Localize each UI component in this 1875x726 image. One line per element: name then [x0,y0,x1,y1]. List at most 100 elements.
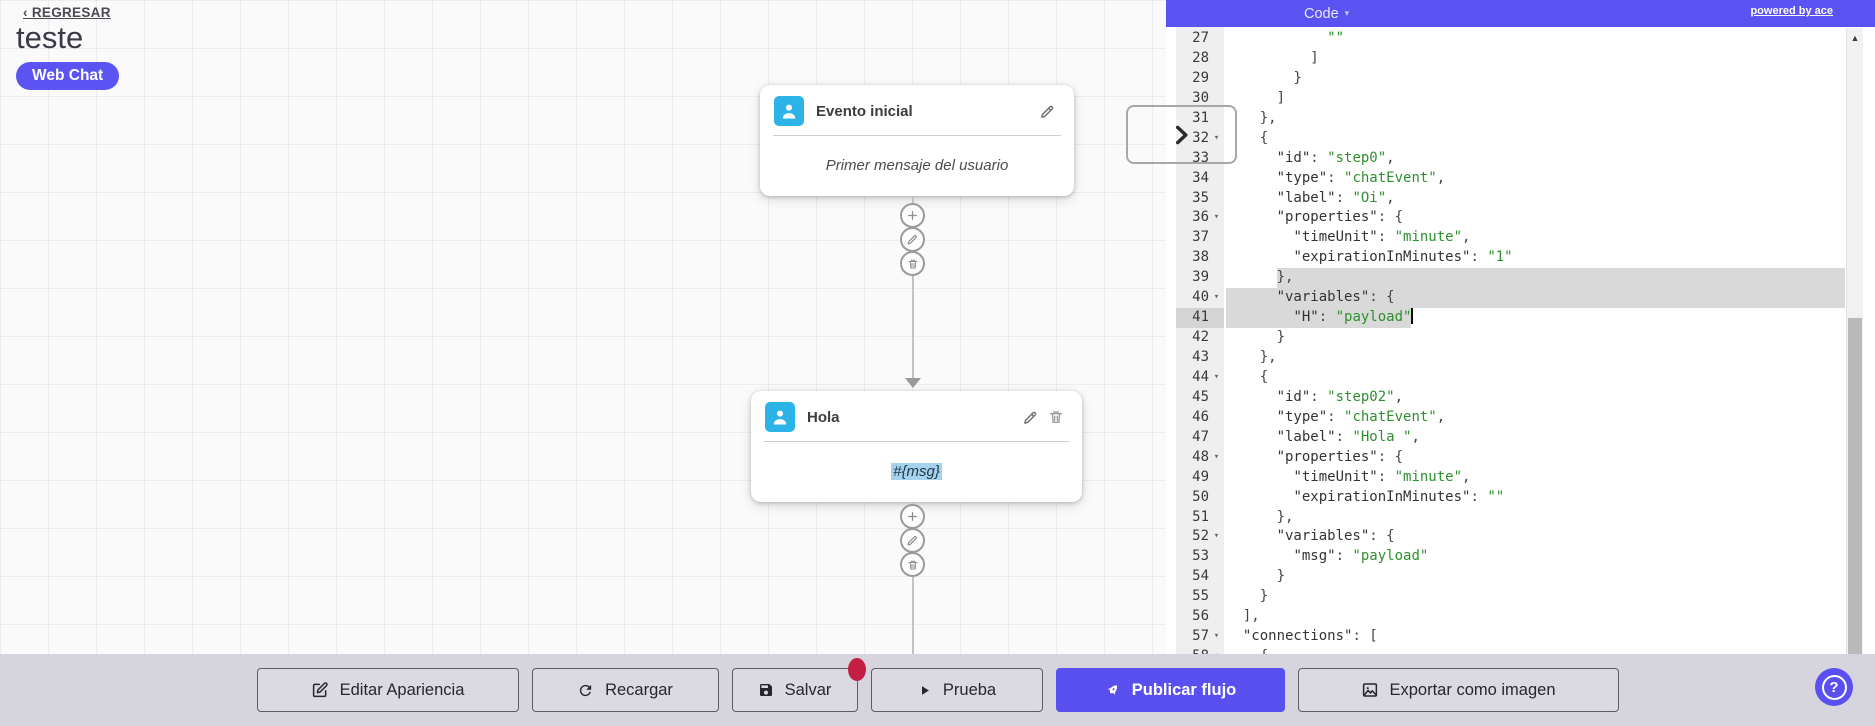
edit-connection-button[interactable] [900,528,925,553]
back-link[interactable]: ‹ REGRESAR [23,5,111,20]
edit-connection-button[interactable] [900,227,925,252]
code-line[interactable]: "properties": { [1276,448,1404,465]
code-panel-header: Code ▾ powered by ace [1166,0,1875,27]
code-line[interactable]: { [1224,647,1845,654]
fold-toggle-icon[interactable]: ▾ [1213,631,1220,642]
user-icon [765,402,795,432]
gutter-line: 47 [1192,428,1209,445]
connector-line [912,502,914,654]
fold-toggle-icon[interactable]: ▾ [1213,292,1220,303]
vertical-scrollbar[interactable]: ▲ [1846,28,1863,654]
code-line[interactable]: "msg": "payload" [1293,548,1429,565]
code-line[interactable]: } [1276,329,1286,346]
unsaved-changes-badge [847,658,866,681]
user-icon [774,96,804,126]
channel-badge: Web Chat [16,62,120,90]
add-step-button[interactable] [900,203,925,228]
connector-line [912,196,914,378]
code-line[interactable]: }, [1259,349,1277,365]
powered-by-ace-link[interactable]: powered by ace [1750,5,1833,17]
node-body: #{msg} [751,442,1082,500]
add-step-button[interactable] [900,504,925,529]
code-line[interactable]: }, [1259,109,1277,126]
gutter-line: 29 [1192,69,1209,86]
code-line[interactable]: } [1259,588,1269,605]
edit-node-icon[interactable] [1022,409,1039,426]
node-hola[interactable]: Hola #{msg} [751,391,1082,502]
fold-toggle-icon[interactable]: ▾ [1213,132,1220,143]
fold-toggle-icon[interactable]: ▾ [1213,212,1220,223]
save-icon [758,682,774,698]
gutter-line: 45 [1192,388,1209,405]
button-label: Editar Apariencia [339,680,465,699]
fold-toggle-icon[interactable]: ▾ [1213,531,1220,542]
edit-appearance-button[interactable]: Editar Apariencia [256,668,519,712]
code-line[interactable]: "id": "step0", [1276,149,1395,166]
code-line[interactable]: ] [1276,89,1286,106]
flow-title: teste [16,20,84,55]
code-line[interactable]: "type": "chatEvent", [1276,408,1446,425]
code-line[interactable]: ], [1242,608,1260,625]
code-line[interactable]: "variables": { [1224,288,1845,309]
fold-toggle-icon[interactable]: ▾ [1213,451,1220,462]
node-body: Primer mensaje del usuario [760,136,1074,194]
gutter-line: 42 [1192,329,1209,346]
code-line[interactable]: "label": "Hola ", [1276,428,1420,445]
collapse-panel-button[interactable] [1126,105,1237,164]
edit-node-icon[interactable] [1039,103,1056,120]
code-line[interactable]: "label": "Oi", [1276,189,1395,206]
gutter-line: 27 [1192,30,1209,46]
delete-connection-button[interactable] [900,552,925,577]
publish-flow-button[interactable]: Publicar flujo [1055,668,1285,712]
gutter-line: 56 [1192,608,1209,625]
export-image-button[interactable]: Exportar como imagen [1297,668,1619,712]
code-line[interactable]: } [1276,568,1286,585]
code-mode-dropdown[interactable]: Code ▾ [1304,0,1349,27]
code-line[interactable]: } [1293,69,1302,86]
gutter-line: 38 [1192,249,1209,266]
gutter-line: 54 [1192,568,1209,585]
node-title: Hola [807,408,840,426]
code-line[interactable]: "connections": [ [1242,628,1378,645]
test-button[interactable]: Prueba [870,668,1043,712]
fold-toggle-icon[interactable]: ▾ [1213,371,1220,382]
scroll-up-arrow[interactable]: ▲ [1850,33,1860,43]
code-line[interactable]: }, [1224,268,1845,289]
flow-canvas[interactable]: ‹ REGRESAR teste Web Chat Evento inicial… [0,0,1166,654]
code-line[interactable]: { [1259,129,1269,146]
chevron-down-icon: ▾ [1344,8,1350,18]
gutter-line: 51 [1192,508,1209,525]
gutter-line: 35 [1192,189,1209,206]
code-lines[interactable]: "" ] } ] }, { "id": "step0", "type": "ch… [1224,29,1845,654]
gutter-line: 31 [1192,109,1209,126]
gutter-line: 30 [1192,89,1209,106]
reload-button[interactable]: Recargar [531,668,719,712]
code-line[interactable]: "" [1327,30,1345,46]
code-line[interactable]: "expirationInMinutes": "1" [1293,249,1513,266]
gutter-line: 58▾ [1176,647,1224,654]
code-line[interactable]: "properties": { [1276,209,1404,226]
code-line[interactable]: }, [1276,508,1294,525]
delete-node-icon[interactable] [1048,409,1064,425]
gutter-line: 53 [1192,548,1209,565]
code-line[interactable]: "variables": { [1276,528,1395,545]
help-button[interactable]: ? [1815,668,1853,706]
code-line[interactable]: "type": "chatEvent", [1276,169,1446,186]
code-line[interactable]: { [1259,368,1269,385]
save-button[interactable]: Salvar [731,658,866,712]
code-line[interactable]: "id": "step02", [1276,388,1404,405]
code-line[interactable]: "H": "payload" [1224,308,1845,329]
fold-toggle-icon[interactable]: ▾ [1209,647,1224,654]
delete-connection-button[interactable] [900,251,925,276]
scrollbar-thumb[interactable] [1848,318,1862,654]
gutter-line: 41 [1176,308,1224,329]
rocket-icon [1104,682,1121,699]
code-line[interactable]: "timeUnit": "minute", [1293,468,1471,485]
code-line[interactable]: "expirationInMinutes": "" [1293,488,1505,505]
code-line[interactable]: ] [1310,49,1319,66]
code-line[interactable]: "timeUnit": "minute", [1293,229,1471,246]
image-icon [1361,681,1379,699]
node-evento-inicial[interactable]: Evento inicial Primer mensaje del usuari… [760,85,1074,196]
